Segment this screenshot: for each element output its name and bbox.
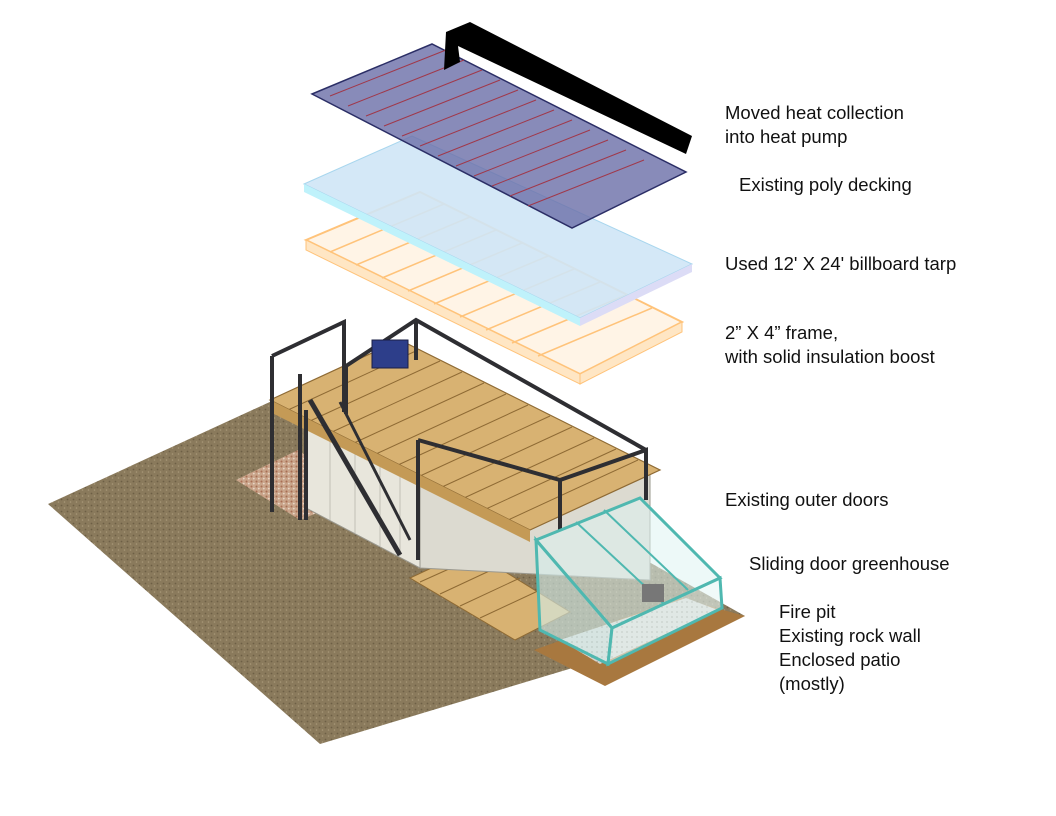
decking-layer bbox=[302, 135, 694, 326]
roof-joists bbox=[268, 339, 662, 542]
heat-pump-unit bbox=[371, 339, 409, 369]
label-poly-decking: Existing poly decking bbox=[739, 174, 912, 195]
greenhouse bbox=[533, 496, 724, 667]
label-outer-doors: Existing outer doors bbox=[725, 489, 889, 510]
label-billboard-tarp: Used 12' X 24' billboard tarp bbox=[725, 253, 957, 274]
heat-flow-arrow-icon bbox=[444, 22, 692, 154]
label-patio: Fire pit Existing rock wall Enclosed pat… bbox=[779, 601, 921, 694]
label-greenhouse: Sliding door greenhouse bbox=[749, 553, 950, 574]
steel-frame bbox=[270, 317, 648, 560]
label-heat-collection: Moved heat collection into heat pump bbox=[725, 102, 904, 147]
label-frame: 2” X 4” frame, with solid insulation boo… bbox=[725, 322, 935, 367]
fire-pit bbox=[642, 584, 664, 602]
solar-collector-layer bbox=[310, 43, 688, 229]
